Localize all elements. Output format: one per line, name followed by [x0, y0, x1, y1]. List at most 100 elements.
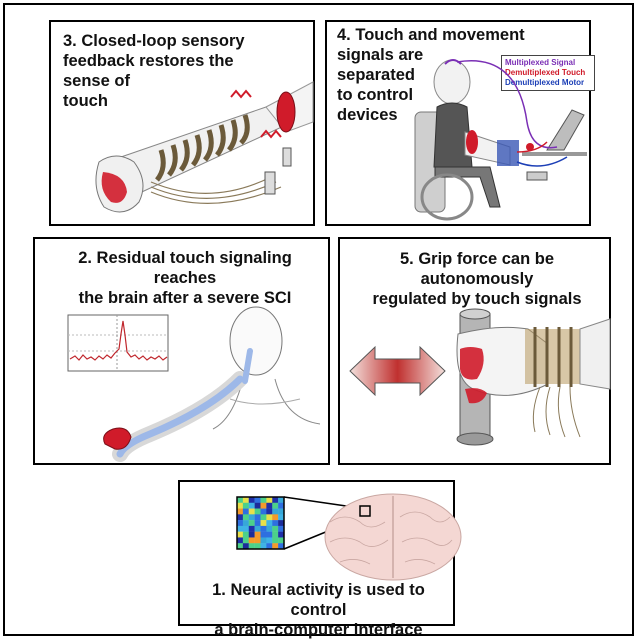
heatmap-cell — [254, 525, 261, 532]
heatmap-cell — [248, 508, 255, 515]
caption-line: regulated by touch signals — [372, 290, 582, 308]
heatmap-cell — [237, 502, 244, 509]
caption-line: separated — [337, 66, 415, 84]
caption-line: signals are — [337, 46, 424, 64]
heatmap-cell — [242, 537, 249, 544]
heatmap-cell — [254, 502, 261, 509]
heatmap-cell — [278, 520, 285, 527]
heatmap-cell — [248, 531, 255, 538]
caption-line: sense of — [63, 72, 130, 90]
caption-line: devices — [337, 106, 398, 124]
heatmap-cell — [237, 525, 244, 532]
heatmap-cell — [254, 531, 261, 538]
wheelchair-user-illustration — [414, 59, 587, 221]
heatmap-cell — [260, 543, 267, 550]
panel-5-caption: 5. Grip force can be autonomously regula… — [345, 249, 609, 309]
heatmap-cell — [260, 514, 267, 521]
heatmap-cell — [254, 543, 261, 550]
heatmap-cell — [237, 531, 244, 538]
heatmap-cell — [260, 497, 267, 503]
heatmap-cell — [278, 537, 285, 544]
heatmap-cell — [248, 502, 255, 509]
heatmap-cell — [272, 508, 279, 515]
double-arrow-icon — [349, 345, 446, 397]
panel-1-caption: 1. Neural activity is used to control a … — [183, 580, 454, 640]
heatmap-cell — [237, 514, 244, 521]
heatmap-cell — [278, 508, 285, 515]
caption-line: touch — [63, 92, 108, 110]
signal-legend: Multiplexed Signal Demultiplexed Touch D… — [501, 55, 595, 91]
panel-2-caption: 2. Residual touch signaling reaches the … — [45, 248, 325, 308]
panel-residual-touch-signaling: 2. Residual touch signaling reaches the … — [33, 237, 330, 465]
heatmap-cell — [266, 497, 273, 503]
heatmap-cell — [248, 520, 255, 527]
heatmap-cell — [254, 537, 261, 544]
panel-3-caption: 3. Closed-loop sensory feedback restores… — [63, 31, 263, 111]
heatmap-cell — [272, 520, 279, 527]
heatmap-cell — [260, 502, 267, 509]
heatmap-cell — [266, 502, 273, 509]
heatmap-cell — [278, 502, 285, 509]
heatmap-cell — [272, 514, 279, 521]
heatmap-cell — [242, 525, 249, 532]
panel-4-caption: 4. Touch and movement signals are separa… — [337, 25, 537, 125]
heatmap-cell — [237, 543, 244, 550]
heatmap-cell — [272, 543, 279, 550]
arm-with-electrode-sleeve-illustration — [95, 81, 314, 213]
heatmap-cell — [272, 531, 279, 538]
heatmap-cell — [248, 497, 255, 503]
heatmap-cell — [278, 525, 285, 532]
heatmap-cell — [254, 497, 261, 503]
heatmap-cell — [272, 502, 279, 509]
neural-activity-heatmap — [237, 497, 285, 550]
panel-signal-separation: 4. Touch and movement signals are separa… — [325, 20, 595, 226]
heatmap-cell — [278, 514, 285, 521]
heatmap-cell — [272, 497, 279, 503]
legend-multiplexed: Multiplexed Signal — [505, 58, 576, 67]
heatmap-cell — [237, 497, 244, 503]
legend-touch: Demultiplexed Touch — [505, 68, 586, 77]
caption-line: 5. Grip force can be autonomously — [399, 250, 555, 288]
heatmap-cell — [248, 525, 255, 532]
heatmap-cell — [272, 537, 279, 544]
caption-line: 4. Touch and movement — [337, 26, 525, 44]
heatmap-cell — [237, 508, 244, 515]
legend-motor: Demultiplexed Motor — [505, 78, 585, 87]
heatmap-cell — [242, 508, 249, 515]
heatmap-cell — [242, 514, 249, 521]
heatmap-cell — [237, 520, 244, 527]
heatmap-cell — [242, 520, 249, 527]
caption-line: 1. Neural activity is used to control — [212, 581, 425, 619]
heatmap-cell — [237, 537, 244, 544]
heatmap-cell — [260, 531, 267, 538]
panel-closed-loop-feedback: 3. Closed-loop sensory feedback restores… — [49, 20, 315, 226]
heatmap-cell — [260, 537, 267, 544]
heatmap-cell — [248, 537, 255, 544]
heatmap-cell — [242, 497, 249, 503]
panel-neural-activity-bci: 1. Neural activity is used to control a … — [178, 480, 462, 639]
heatmap-cell — [266, 514, 273, 521]
heatmap-cell — [242, 502, 249, 509]
heatmap-cell — [266, 531, 273, 538]
caption-line: 2. Residual touch signaling reaches — [78, 249, 292, 287]
heatmap-cell — [254, 508, 261, 515]
heatmap-cell — [260, 508, 267, 515]
panel-grip-force-regulation: 5. Grip force can be autonomously regula… — [338, 237, 611, 465]
heatmap-cell — [278, 497, 285, 503]
heatmap-cell — [266, 543, 273, 550]
caption-line: the brain after a severe SCI — [78, 289, 292, 307]
caption-line: feedback restores the — [63, 52, 234, 70]
heatmap-cell — [254, 514, 261, 521]
grip-hand-illustration — [349, 308, 611, 446]
heatmap-cell — [272, 525, 279, 532]
caption-line: a brain-computer interface — [214, 621, 423, 639]
heatmap-cell — [254, 520, 261, 527]
heatmap-cell — [266, 525, 273, 532]
heatmap-cell — [278, 531, 285, 538]
caption-line: 3. Closed-loop sensory — [63, 32, 245, 50]
spinal-signal-illustration — [67, 306, 321, 462]
heatmap-cell — [248, 543, 255, 550]
figure-frame — [3, 3, 634, 636]
caption-line: to control — [337, 86, 414, 104]
brain-and-heatmap-illustration — [236, 493, 462, 581]
